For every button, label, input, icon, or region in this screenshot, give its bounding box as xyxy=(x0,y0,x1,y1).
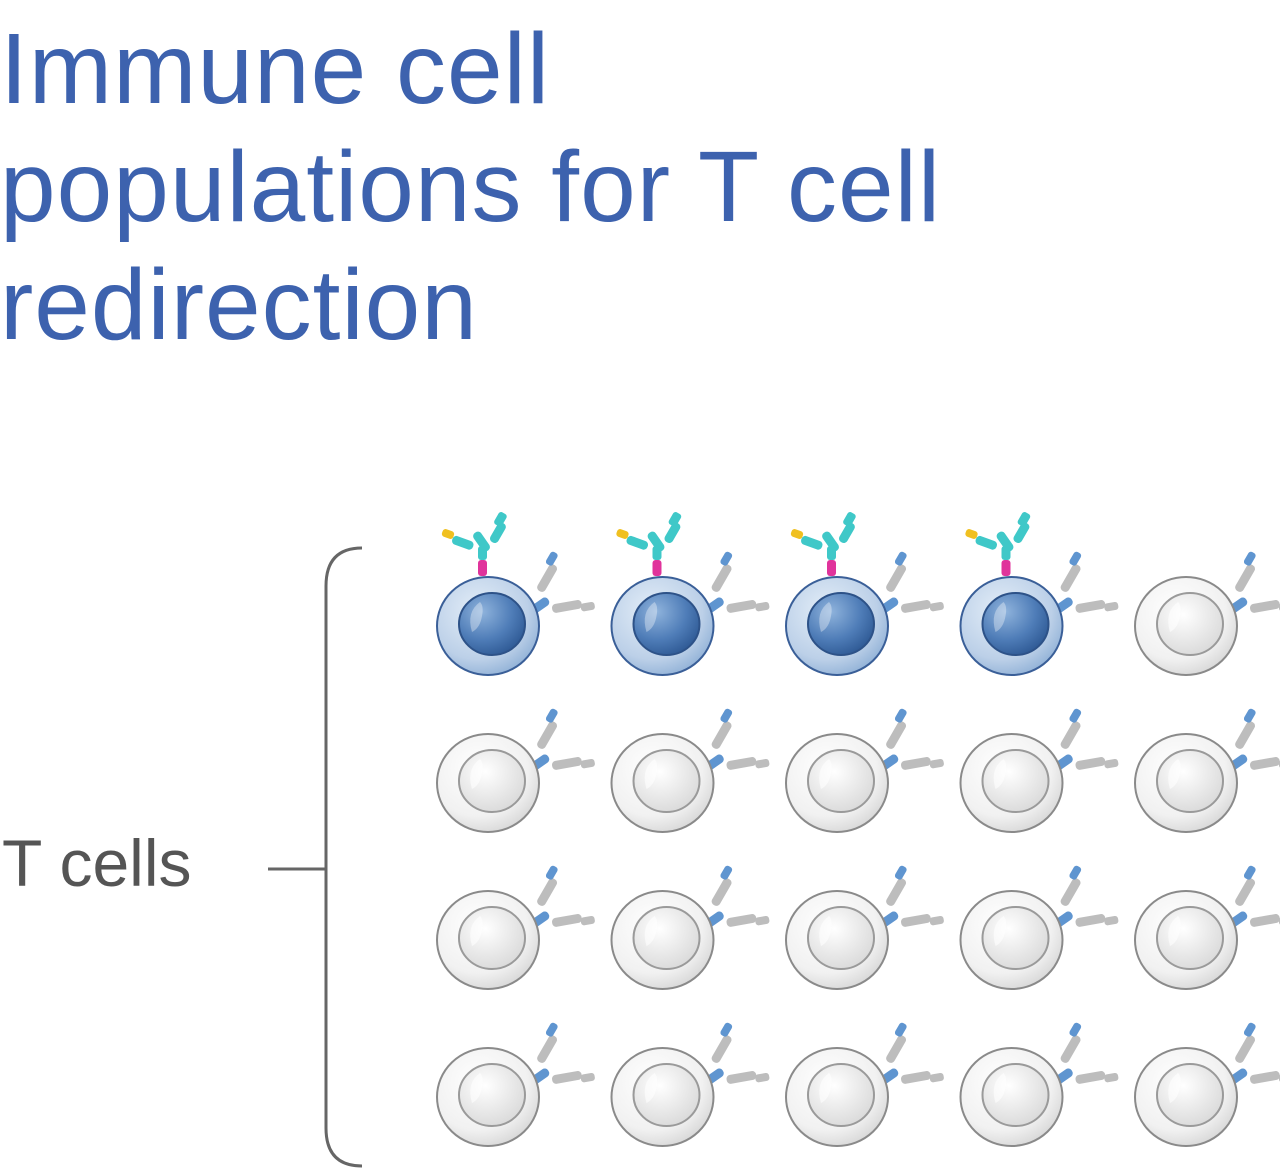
cell-nucleus xyxy=(632,1063,701,1127)
receptor-icon xyxy=(878,1022,944,1086)
t-cell xyxy=(959,1022,1119,1147)
cell-nucleus xyxy=(632,906,701,970)
t-cell xyxy=(1134,708,1280,833)
t-cell xyxy=(436,1022,595,1147)
bispecific-antibody-icon xyxy=(965,512,1031,576)
cell-nucleus xyxy=(807,592,875,656)
t-cell xyxy=(1134,1022,1280,1147)
receptor-icon xyxy=(1227,708,1280,772)
receptor-icon xyxy=(878,865,944,929)
t-cell xyxy=(610,708,770,833)
cell-nucleus xyxy=(632,592,701,656)
t-cell xyxy=(959,708,1119,833)
t-cell xyxy=(785,865,944,990)
receptor-icon xyxy=(1227,1022,1280,1086)
receptor-icon xyxy=(529,708,595,772)
bispecific-antibody-icon xyxy=(616,512,682,576)
t-cell xyxy=(1134,865,1280,990)
receptor-icon xyxy=(703,1022,770,1086)
t-cell xyxy=(610,865,770,990)
cell-nucleus xyxy=(632,749,701,813)
cell-nucleus xyxy=(981,1063,1050,1127)
cell-nucleus xyxy=(458,906,526,970)
bispecific-antibody-icon xyxy=(441,512,507,576)
cell-nucleus xyxy=(458,749,526,813)
cell-nucleus xyxy=(1156,749,1224,813)
t-cell xyxy=(436,708,595,833)
t-cell xyxy=(436,865,595,990)
cell-nucleus xyxy=(981,906,1050,970)
cell-nucleus xyxy=(1156,592,1224,656)
receptor-icon xyxy=(878,708,944,772)
group-bracket xyxy=(324,546,363,1168)
t-cell xyxy=(785,1022,944,1147)
t-cell-bound xyxy=(959,512,1119,676)
cell-nucleus xyxy=(458,592,526,656)
title-line-1: Immune cell xyxy=(0,13,551,125)
cell-nucleus xyxy=(981,749,1050,813)
t-cells-label: T cells xyxy=(2,826,192,900)
cell-nucleus xyxy=(807,906,875,970)
t-cell xyxy=(1134,551,1280,676)
receptor-icon xyxy=(1052,551,1119,615)
cell-nucleus xyxy=(1156,906,1224,970)
receptor-icon xyxy=(878,551,944,615)
cell-nucleus xyxy=(807,1063,875,1127)
t-cell xyxy=(959,865,1119,990)
t-cell xyxy=(610,1022,770,1147)
cell-nucleus xyxy=(458,1063,526,1127)
bispecific-antibody-icon xyxy=(790,512,856,576)
cell-grid xyxy=(436,512,1280,1147)
t-cell-bound xyxy=(785,512,944,676)
t-cell-bound xyxy=(436,512,595,676)
title-line-2: populations for T cell xyxy=(0,131,942,243)
t-cell-bound xyxy=(610,512,770,676)
title-line-3: redirection xyxy=(0,249,478,361)
t-cell xyxy=(785,708,944,833)
receptor-icon xyxy=(703,708,770,772)
cell-nucleus xyxy=(807,749,875,813)
cell-nucleus xyxy=(981,592,1050,656)
cell-nucleus xyxy=(1156,1063,1224,1127)
page-title: Immune cell populations for T cell redir… xyxy=(0,10,1270,364)
receptor-icon xyxy=(529,865,595,929)
